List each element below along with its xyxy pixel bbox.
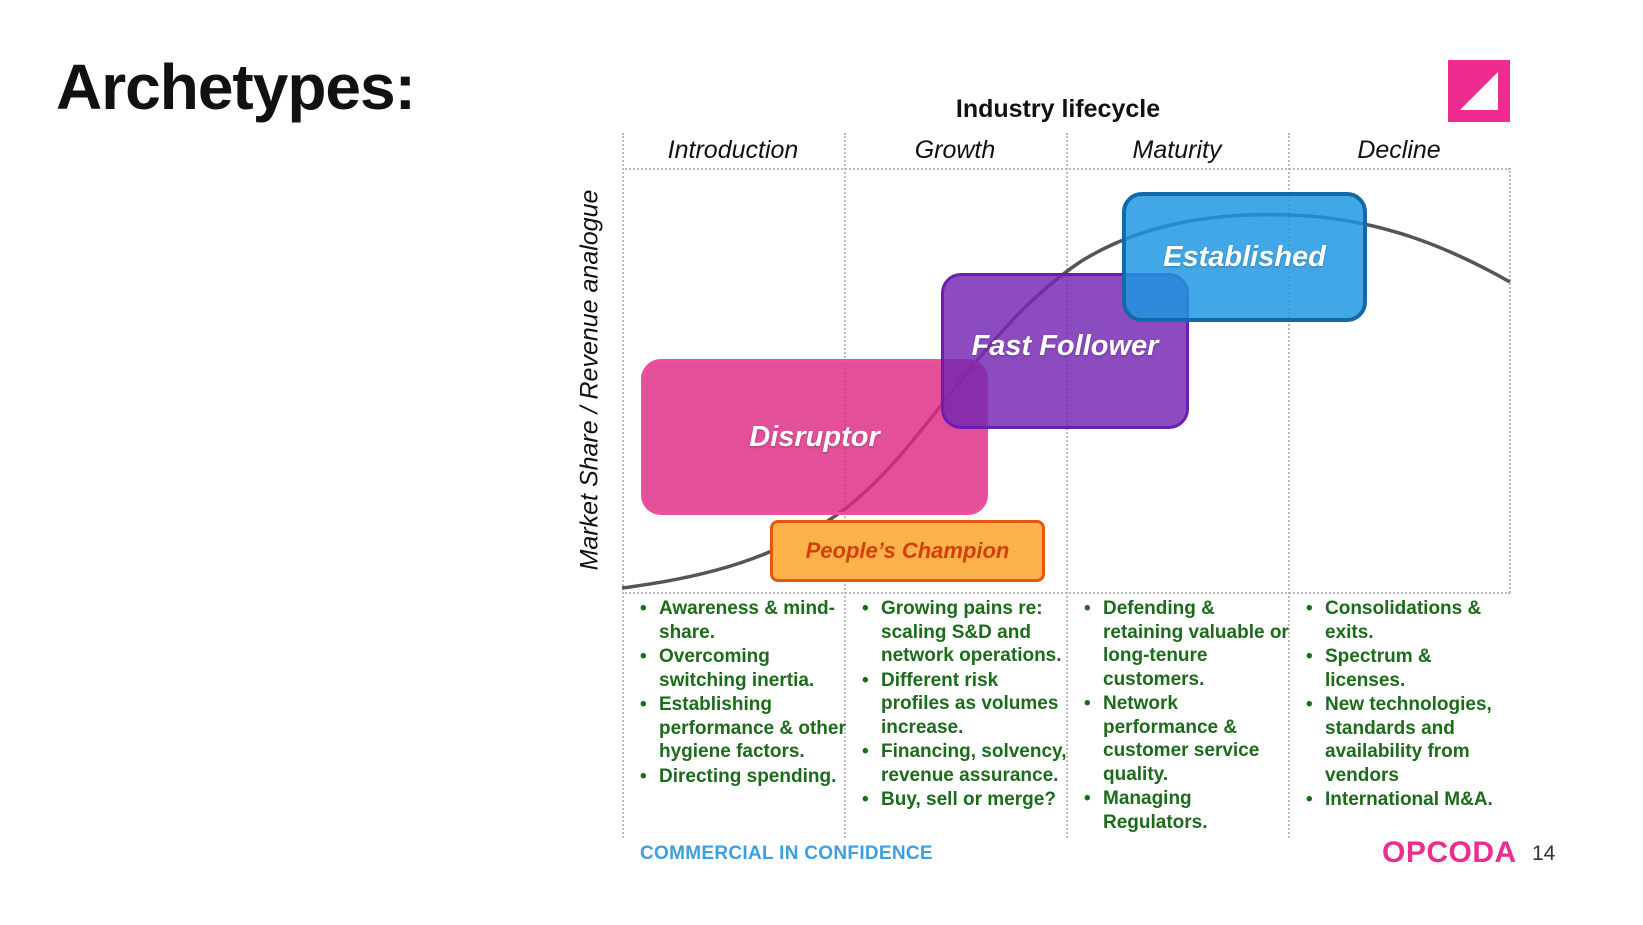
list-item: New technologies, standards and availabi… (1306, 693, 1509, 787)
grid-line (1509, 168, 1511, 593)
grid-line (622, 592, 1510, 594)
list-item: Spectrum & licenses. (1306, 645, 1509, 692)
list-item: Consolidations & exits. (1306, 597, 1509, 644)
logo-icon (1448, 60, 1510, 122)
page-number: 14 (1532, 842, 1556, 865)
list-item: Different risk profiles as volumes incre… (862, 669, 1067, 740)
list-item: Directing spending. (640, 765, 849, 789)
stage-introduction: Introduction (667, 136, 799, 164)
stage-decline: Decline (1357, 136, 1441, 164)
list-item: Buy, sell or merge? (862, 788, 1067, 812)
list-item: Managing Regulators. (1084, 787, 1289, 834)
y-axis-label: Market Share / Revenue analogue (575, 189, 604, 571)
bullet-list-maturity: Defending & retaining valuable or long-t… (1069, 597, 1289, 835)
list-item: Network performance & customer service q… (1084, 692, 1289, 786)
stage-maturity: Maturity (1132, 136, 1222, 164)
bullet-list-decline: Consolidations & exits. Spectrum & licen… (1291, 597, 1509, 813)
archetype-label: Fast Follower (971, 329, 1159, 362)
list-item: Awareness & mind-share. (640, 597, 849, 644)
page-title: Archetypes: (56, 51, 416, 123)
archetype-peoples-champion: People’s Champion (770, 520, 1045, 582)
archetype-disruptor: Disruptor (641, 359, 988, 515)
list-item: International M&A. (1306, 788, 1509, 812)
confidentiality-footer: COMMERCIAL IN CONFIDENCE (640, 843, 933, 864)
list-item: Financing, solvency, revenue assurance. (862, 740, 1067, 787)
list-item: Growing pains re: scaling S&D and networ… (862, 597, 1067, 668)
archetype-label: Disruptor (749, 420, 880, 453)
archetype-label: Established (1163, 240, 1326, 273)
bullet-list-growth: Growing pains re: scaling S&D and networ… (847, 597, 1067, 813)
grid-line (622, 168, 1510, 170)
list-item: Overcoming switching inertia. (640, 645, 849, 692)
grid-line (622, 133, 624, 838)
stage-growth: Growth (914, 136, 996, 164)
diagram-title: Industry lifecycle (955, 95, 1161, 123)
brand-logo: OPCODA (1382, 836, 1517, 869)
archetype-established: Established (1122, 192, 1367, 322)
list-item: Establishing performance & other hygiene… (640, 693, 849, 764)
list-item: Defending & retaining valuable or long-t… (1084, 597, 1289, 691)
bullet-list-introduction: Awareness & mind-share. Overcoming switc… (625, 597, 849, 789)
archetype-label: People’s Champion (805, 538, 1010, 563)
